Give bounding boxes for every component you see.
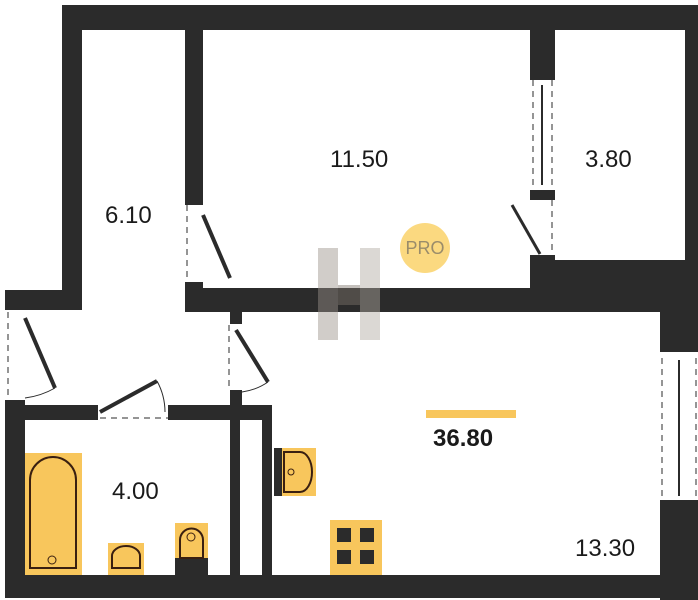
total-area: 36.80 bbox=[433, 425, 494, 452]
bathtub-icon bbox=[25, 453, 82, 575]
total-area-underline bbox=[426, 410, 516, 418]
corridor-area: 6.10 bbox=[105, 202, 152, 229]
bedroom-area: 11.50 bbox=[330, 146, 389, 173]
stove-icon bbox=[330, 520, 382, 575]
balcony-area: 3.80 bbox=[585, 146, 632, 173]
kitchen-living-area: 13.30 bbox=[575, 535, 636, 562]
toilet-icon bbox=[175, 523, 208, 575]
bathroom-area: 4.00 bbox=[112, 478, 159, 505]
watermark-logo bbox=[318, 248, 380, 340]
kitchen-sink-icon bbox=[274, 448, 316, 496]
pro-badge: PRO bbox=[400, 223, 450, 273]
walls bbox=[5, 5, 698, 600]
bathroom-sink-icon bbox=[108, 543, 144, 575]
doors-windows bbox=[7, 80, 697, 498]
